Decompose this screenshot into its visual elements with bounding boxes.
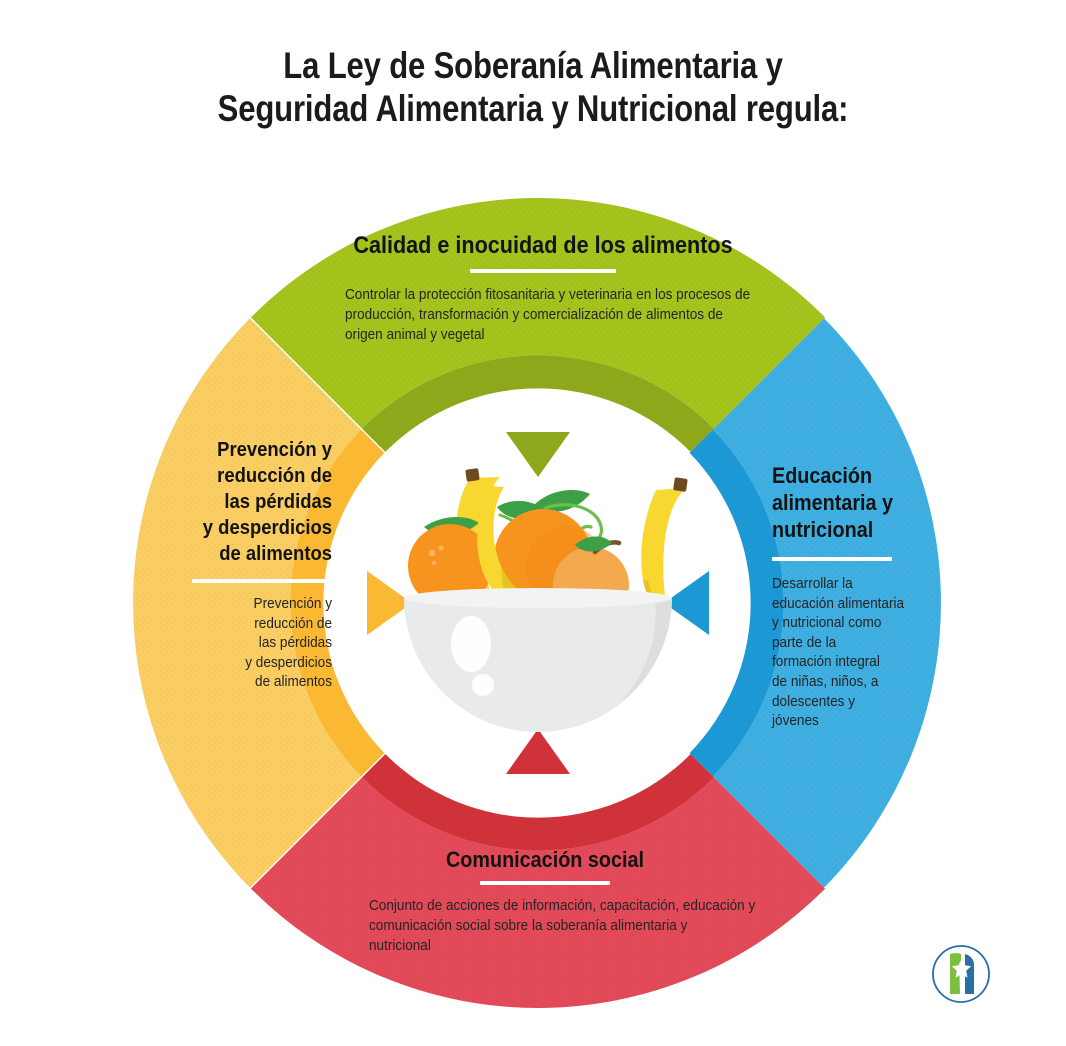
orange-left-dot-3 <box>431 560 437 566</box>
segment-blue-rule <box>772 557 892 561</box>
segment-blue-text: Educación alimentaria y nutricional Desa… <box>772 462 932 732</box>
segment-orange-body-line: Prevención y <box>253 596 332 612</box>
segment-red-arrow <box>506 729 570 774</box>
banana-back-left-stem <box>465 468 480 482</box>
segment-green-body-line: origen animal y vegetal <box>345 327 485 343</box>
segment-red-rule <box>480 881 610 885</box>
logo-green-bar <box>950 953 961 994</box>
segment-orange-title-line: las pérdidas <box>224 490 332 513</box>
segment-orange-texture <box>133 318 362 888</box>
segment-orange-body-line: las pérdidas <box>258 635 332 652</box>
segment-green-text: Calidad e inocuidad de los alimentos Con… <box>283 232 803 345</box>
segment-blue-title-line: alimentaria y <box>772 490 894 515</box>
segment-blue-texture <box>712 318 941 888</box>
segment-red-inner-ring <box>362 754 714 851</box>
segment-orange-body-line: de alimentos <box>255 674 332 691</box>
segment-red-body-line: comunicación social sobre la soberanía a… <box>369 918 688 934</box>
organization-logo[interactable] <box>928 941 994 1007</box>
banana-right-stem <box>673 477 688 492</box>
segment-orange-body-line: reducción de <box>254 615 332 632</box>
segment-blue-body-line: educación alimentaria <box>772 595 905 612</box>
segment-blue-body-line: jóvenes <box>772 713 819 730</box>
logo-stem <box>959 974 964 994</box>
banana-right <box>641 488 686 613</box>
segment-blue-title-line: Educación <box>772 463 873 488</box>
bowl-highlight-small <box>472 674 494 696</box>
fruit-bowl-illustration <box>404 468 688 732</box>
segment-blue-body-line: Desarrollar la <box>772 576 853 592</box>
segment-blue-title-line: nutricional <box>772 517 874 542</box>
banana-front <box>477 486 565 614</box>
segment-blue-body-line: formación integral <box>772 654 880 671</box>
segment-red-body-line: nutricional <box>369 938 431 954</box>
segment-blue-arrow <box>664 571 709 635</box>
segment-red-texture <box>250 777 826 1008</box>
banana-right-shade <box>643 580 668 613</box>
segment-green-body-line: Controlar la protección fitosanitaria y … <box>345 287 751 303</box>
segment-green-rule <box>470 269 616 273</box>
bowl-rim <box>404 588 672 608</box>
peach-leaf <box>575 536 612 552</box>
orange-left-dot-1 <box>428 549 436 557</box>
segment-green-inner-ring <box>362 355 714 452</box>
segment-red-body-text: Conjunto de acciones de información, cap… <box>369 896 797 956</box>
segment-blue-body-text: Desarrollar la educación alimentaria y n… <box>772 575 912 732</box>
logo-star-icon <box>951 959 972 978</box>
segment-green[interactable] <box>250 198 826 477</box>
segment-orange-body-line: y desperdicios <box>245 654 332 671</box>
segment-blue-body-line: de niñas, niños, a <box>772 673 879 690</box>
bowl-shade <box>620 598 672 703</box>
segment-red-text: Comunicación social Conjunto de acciones… <box>295 847 795 956</box>
segment-orange-rule <box>192 579 332 583</box>
segment-orange-title-line: reducción de <box>217 464 332 487</box>
segment-red[interactable] <box>250 729 826 1008</box>
segment-green-texture <box>250 198 826 429</box>
segment-red-title: Comunicación social <box>445 847 645 872</box>
segment-orange-body-text: Prevención y reducción de las pérdidas y… <box>155 595 332 693</box>
segment-orange-title-line: de alimentos <box>219 542 332 565</box>
segment-orange-arrow <box>367 571 412 635</box>
segment-blue-body-line: parte de la <box>772 634 837 651</box>
segment-blue-inner-ring <box>689 429 784 777</box>
bowl-highlight-large <box>451 616 491 672</box>
orange-left-dot-2 <box>438 545 444 551</box>
segment-green-body-line: producción, transformación y comercializ… <box>345 307 723 323</box>
segment-blue-body-line: dolescentes y <box>772 693 856 710</box>
segment-blue-body-line: y nutricional como <box>772 615 882 632</box>
logo-blue-bar <box>965 954 974 994</box>
segment-red-body-line: Conjunto de acciones de información, cap… <box>369 898 756 914</box>
segment-green-title: Calidad e inocuidad de los alimentos <box>353 232 733 259</box>
segment-blue[interactable] <box>664 318 941 888</box>
segment-orange-title-line: y desperdicios <box>202 516 332 539</box>
segment-blue-title: Educación alimentaria y nutricional <box>772 462 916 543</box>
orange-left <box>408 524 492 608</box>
segment-green-arrow <box>506 432 570 477</box>
segment-orange-inner-ring <box>290 429 385 777</box>
bowl <box>404 598 672 732</box>
segment-green-body-text: Controlar la protección fitosanitaria y … <box>345 285 782 345</box>
segment-orange-title-line: Prevención y <box>217 438 332 461</box>
segment-orange-text: Prevención y reducción de las pérdidas y… <box>142 437 332 693</box>
segment-orange-title: Prevención y reducción de las pérdidas y… <box>161 437 332 567</box>
segment-orange[interactable] <box>133 318 412 888</box>
